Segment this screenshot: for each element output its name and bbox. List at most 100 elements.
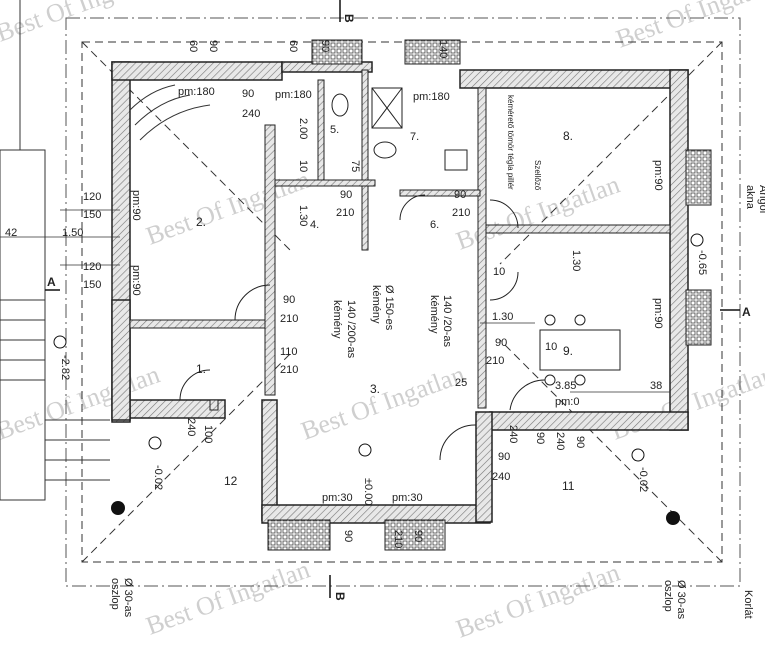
pillar-note: kémérető tömör tégla pillér: [506, 95, 515, 190]
dimension: 90: [495, 337, 507, 349]
dimension: 90: [242, 88, 254, 100]
dimension: 25: [455, 377, 467, 389]
chimney-label: 140 /20-as: [441, 295, 453, 347]
dimension: 10: [545, 341, 557, 353]
dimension: 210: [452, 207, 470, 219]
room-number: 1.: [196, 362, 206, 376]
dimension: 210: [280, 313, 298, 325]
dimension: 240: [492, 471, 510, 483]
fan-note: Szellőző: [533, 160, 542, 191]
dimension: 1.30: [492, 311, 513, 323]
section-a-left: A: [47, 275, 56, 289]
dimension: 90: [574, 436, 586, 448]
room-number: 8.: [563, 129, 573, 143]
dimension: 150: [83, 209, 101, 221]
parapet-label: pm:90: [130, 190, 142, 221]
room-number: 10: [493, 266, 505, 278]
parapet-label: pm:90: [652, 298, 664, 329]
dimension: 60: [287, 40, 299, 52]
dimension: 90: [342, 530, 354, 542]
level-markers: [53, 233, 704, 462]
level-light-well: -0.65: [696, 250, 708, 275]
parapet-label: pm:180: [275, 89, 312, 101]
section-b-top: B: [342, 14, 356, 23]
parapet-label: pm:180: [413, 91, 450, 103]
column-label: oszlop: [109, 578, 121, 610]
dimension: 210: [336, 207, 354, 219]
dimension: 90: [283, 294, 295, 306]
dimension: 240: [242, 108, 260, 120]
left-stair: [0, 0, 110, 501]
exterior-walls: [111, 61, 689, 524]
level-outside: -2.82: [59, 355, 71, 380]
doors: [179, 194, 546, 461]
dimension: 90: [498, 451, 510, 463]
light-well-label: Angol: [757, 185, 765, 213]
chimney-label: kémény: [331, 300, 343, 339]
dimension: 110: [280, 346, 298, 358]
room-number: 11: [562, 479, 575, 493]
level-right-entry: -0.02: [637, 467, 649, 492]
chimney-label: kémény: [428, 295, 440, 334]
dimension: 120: [83, 191, 101, 203]
room-number: 12: [224, 474, 238, 488]
parapet-label: pm:90: [130, 265, 142, 296]
dimension: 2.00: [297, 118, 309, 139]
room-number: 5.: [330, 124, 339, 136]
column-label: Ø 30-as: [675, 580, 687, 620]
room-number: 9.: [563, 344, 573, 358]
chimney-label: kémény: [370, 285, 382, 324]
dimension: 100: [202, 425, 214, 443]
column-label: oszlop: [662, 580, 674, 612]
parapet-label: pm:90: [652, 160, 664, 191]
dimension: 60: [187, 40, 199, 52]
dimension: 1.30: [297, 205, 309, 226]
interior-walls: [129, 69, 671, 411]
dimension: 90: [319, 40, 331, 52]
dimension: 90: [454, 189, 466, 201]
room-number: 4.: [310, 219, 319, 231]
column-right: [666, 511, 680, 525]
column-left: [111, 501, 125, 515]
chimney-label: 140 /200-as: [345, 300, 357, 359]
section-b-bottom: B: [333, 592, 347, 601]
room-number: 2.: [196, 215, 206, 229]
dimension: 240: [507, 425, 519, 443]
dimension: 90: [412, 530, 424, 542]
section-a-right: A: [742, 305, 751, 319]
terrace-outline: [65, 17, 741, 587]
column-label: Ø 30-as: [122, 578, 134, 618]
level-room9: pm:0: [555, 396, 579, 408]
room-number: 3.: [370, 382, 380, 396]
dimension: 90: [340, 189, 352, 201]
dimension: 240: [185, 418, 197, 436]
dimension: 240: [554, 432, 566, 450]
dimension-lines: [0, 209, 670, 393]
dimension: 3.85: [555, 380, 576, 392]
dimension: 210: [486, 355, 504, 367]
dimension: 38: [650, 380, 662, 392]
interior-stair: [129, 84, 211, 141]
dimension: 75: [349, 160, 361, 172]
level-main: ±0.00: [362, 478, 374, 505]
room-number: 6.: [430, 219, 439, 231]
dimension: 210: [392, 530, 404, 548]
dimension: 210: [280, 364, 298, 376]
dimension: 90: [534, 432, 546, 444]
dimension: 150: [83, 279, 101, 291]
railing-label: Korlát: [742, 590, 754, 619]
dimension: 1.50: [62, 227, 83, 239]
dimension: 120: [83, 261, 101, 273]
section-markers: [45, 0, 740, 598]
dimension: 140: [437, 40, 449, 58]
parapet-label: pm:30: [322, 492, 353, 504]
dimension: 10: [297, 160, 309, 172]
windows: [267, 39, 712, 551]
parapet-label: pm:30: [392, 492, 423, 504]
light-well-label: akna: [744, 185, 756, 210]
parapet-label: pm:180: [178, 86, 215, 98]
chimney-label: Ø 150-es: [383, 285, 395, 331]
bathroom-fixtures: [331, 87, 621, 386]
